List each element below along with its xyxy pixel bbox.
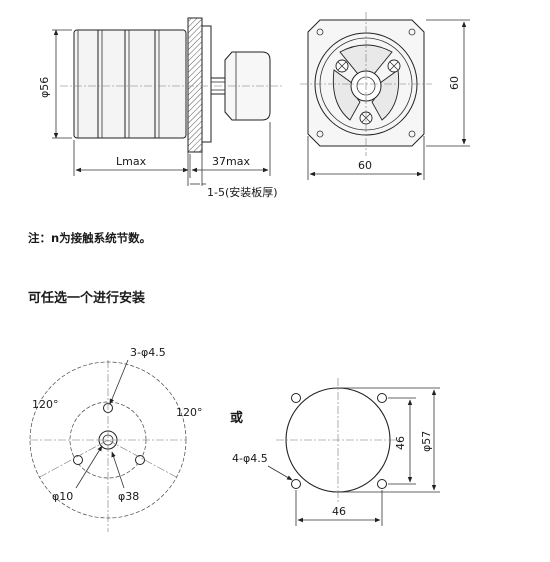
front-width-label: 60 — [358, 159, 372, 172]
switch-body — [73, 29, 187, 139]
or-label: 或 — [230, 410, 243, 426]
mounting-plate — [187, 17, 203, 153]
center-hole-label: φ10 — [52, 490, 73, 503]
handle-length-label: 37max — [212, 155, 250, 168]
mount-hole — [73, 455, 83, 465]
four-holes-label: 4-φ4.5 — [232, 452, 268, 465]
cutout-diameter-label: φ57 — [420, 431, 433, 452]
pitch-label: φ38 — [118, 490, 139, 503]
screw-icon — [335, 59, 349, 73]
angle-right-label: 120° — [176, 406, 203, 419]
mount-hole — [377, 393, 387, 403]
spacing-horizontal-label: 46 — [332, 505, 346, 518]
four-hole-mounting: 4-φ4.5 46 φ57 46 — [232, 378, 440, 526]
mount-hole — [377, 479, 387, 489]
angle-left-label: 120° — [32, 398, 59, 411]
front-height-label: 60 — [448, 76, 461, 90]
install-heading: 可任选一个进行安装 — [28, 290, 145, 306]
contact-note: 注：n为接触系统节数。 — [28, 231, 151, 245]
side-view: φ56 Lmax 37max 1-5(安装板厚) — [38, 17, 282, 199]
spacing-vertical-label: 46 — [394, 436, 407, 450]
three-holes-label: 3-φ4.5 — [130, 346, 166, 359]
length-label: Lmax — [116, 155, 147, 168]
three-hole-mounting: 3-φ4.5 120° 120° φ10 φ38 — [29, 346, 203, 532]
mount-hole — [291, 479, 301, 489]
screw-icon — [387, 59, 401, 73]
diameter-label: φ56 — [38, 77, 51, 98]
panel-thickness-label: 1-5(安装板厚) — [207, 185, 278, 199]
mount-hole — [291, 393, 301, 403]
front-view: 60 60 — [300, 12, 470, 180]
mount-hole — [135, 455, 145, 465]
